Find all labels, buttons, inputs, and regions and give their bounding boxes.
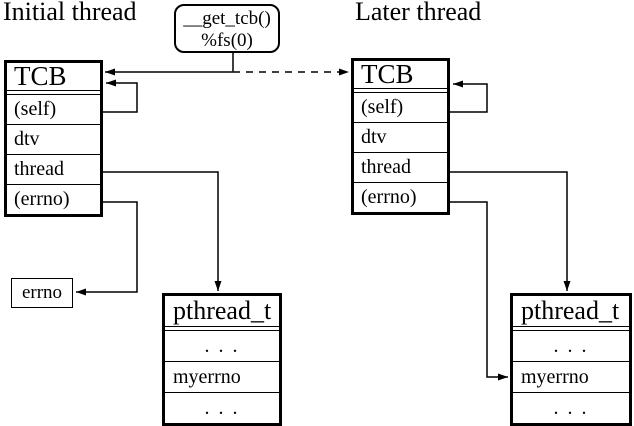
pthread-initial-header: pthread_t <box>165 296 279 327</box>
tcb-later-row-errno: (errno) <box>354 182 447 212</box>
pthread-later-row-dots-bottom: . . . <box>513 392 629 423</box>
later-errno-pointer-arrow <box>449 201 508 381</box>
tcb-later-row-thread: thread <box>354 152 447 182</box>
pthread-table-later: pthread_t . . . myerrno . . . <box>510 293 632 426</box>
pthread-later-row-dots-top: . . . <box>553 335 589 357</box>
tcb-initial-row-thread: thread <box>7 154 100 184</box>
tcb-initial-row-self: (self) <box>14 98 57 120</box>
pthread-initial-row-dots-bottom: . . . <box>165 392 279 423</box>
tcb-initial-header: TCB <box>7 63 100 91</box>
get-tcb-function-label: __get_tcb() <box>183 8 271 29</box>
pthread-later-header: pthread_t <box>513 296 629 327</box>
errno-box: errno <box>11 278 73 308</box>
fs-register-label: %fs(0) <box>201 30 253 51</box>
tcb-later-header-divider <box>354 89 447 93</box>
pthread-later-header-divider <box>513 327 629 331</box>
initial-thread-label: Initial thread <box>3 0 137 26</box>
pthread-initial-header-divider <box>165 327 279 331</box>
later-thread-pointer-arrow <box>449 171 571 291</box>
tcb-initial-row-dtv: dtv <box>7 124 100 154</box>
tcb-later-row-self: (self) <box>361 96 404 118</box>
pthread-initial-row-dots-top: . . . <box>204 335 240 357</box>
later-thread-label: Later thread <box>355 0 482 26</box>
later-self-loop-arrow <box>449 80 488 113</box>
tcb-later-row-dtv: dtv <box>354 122 447 152</box>
initial-self-loop-arrow <box>101 79 138 113</box>
tcb-table-initial: TCB (self) dtv thread (errno) <box>4 60 103 217</box>
pthread-later-row-myerrno: myerrno <box>513 361 629 392</box>
tcb-initial-header-divider <box>7 91 100 95</box>
pthread-table-initial: pthread_t . . . myerrno . . . <box>162 293 282 426</box>
tcb-table-later: TCB (self) dtv thread (errno) <box>351 58 450 215</box>
tcb-initial-row-errno: (errno) <box>7 184 100 214</box>
get-tcb-box: __get_tcb() %fs(0) <box>174 4 280 53</box>
initial-thread-pointer-arrow <box>101 171 222 291</box>
tcb-later-header: TCB <box>354 61 447 89</box>
pthread-initial-row-myerrno: myerrno <box>165 361 279 392</box>
